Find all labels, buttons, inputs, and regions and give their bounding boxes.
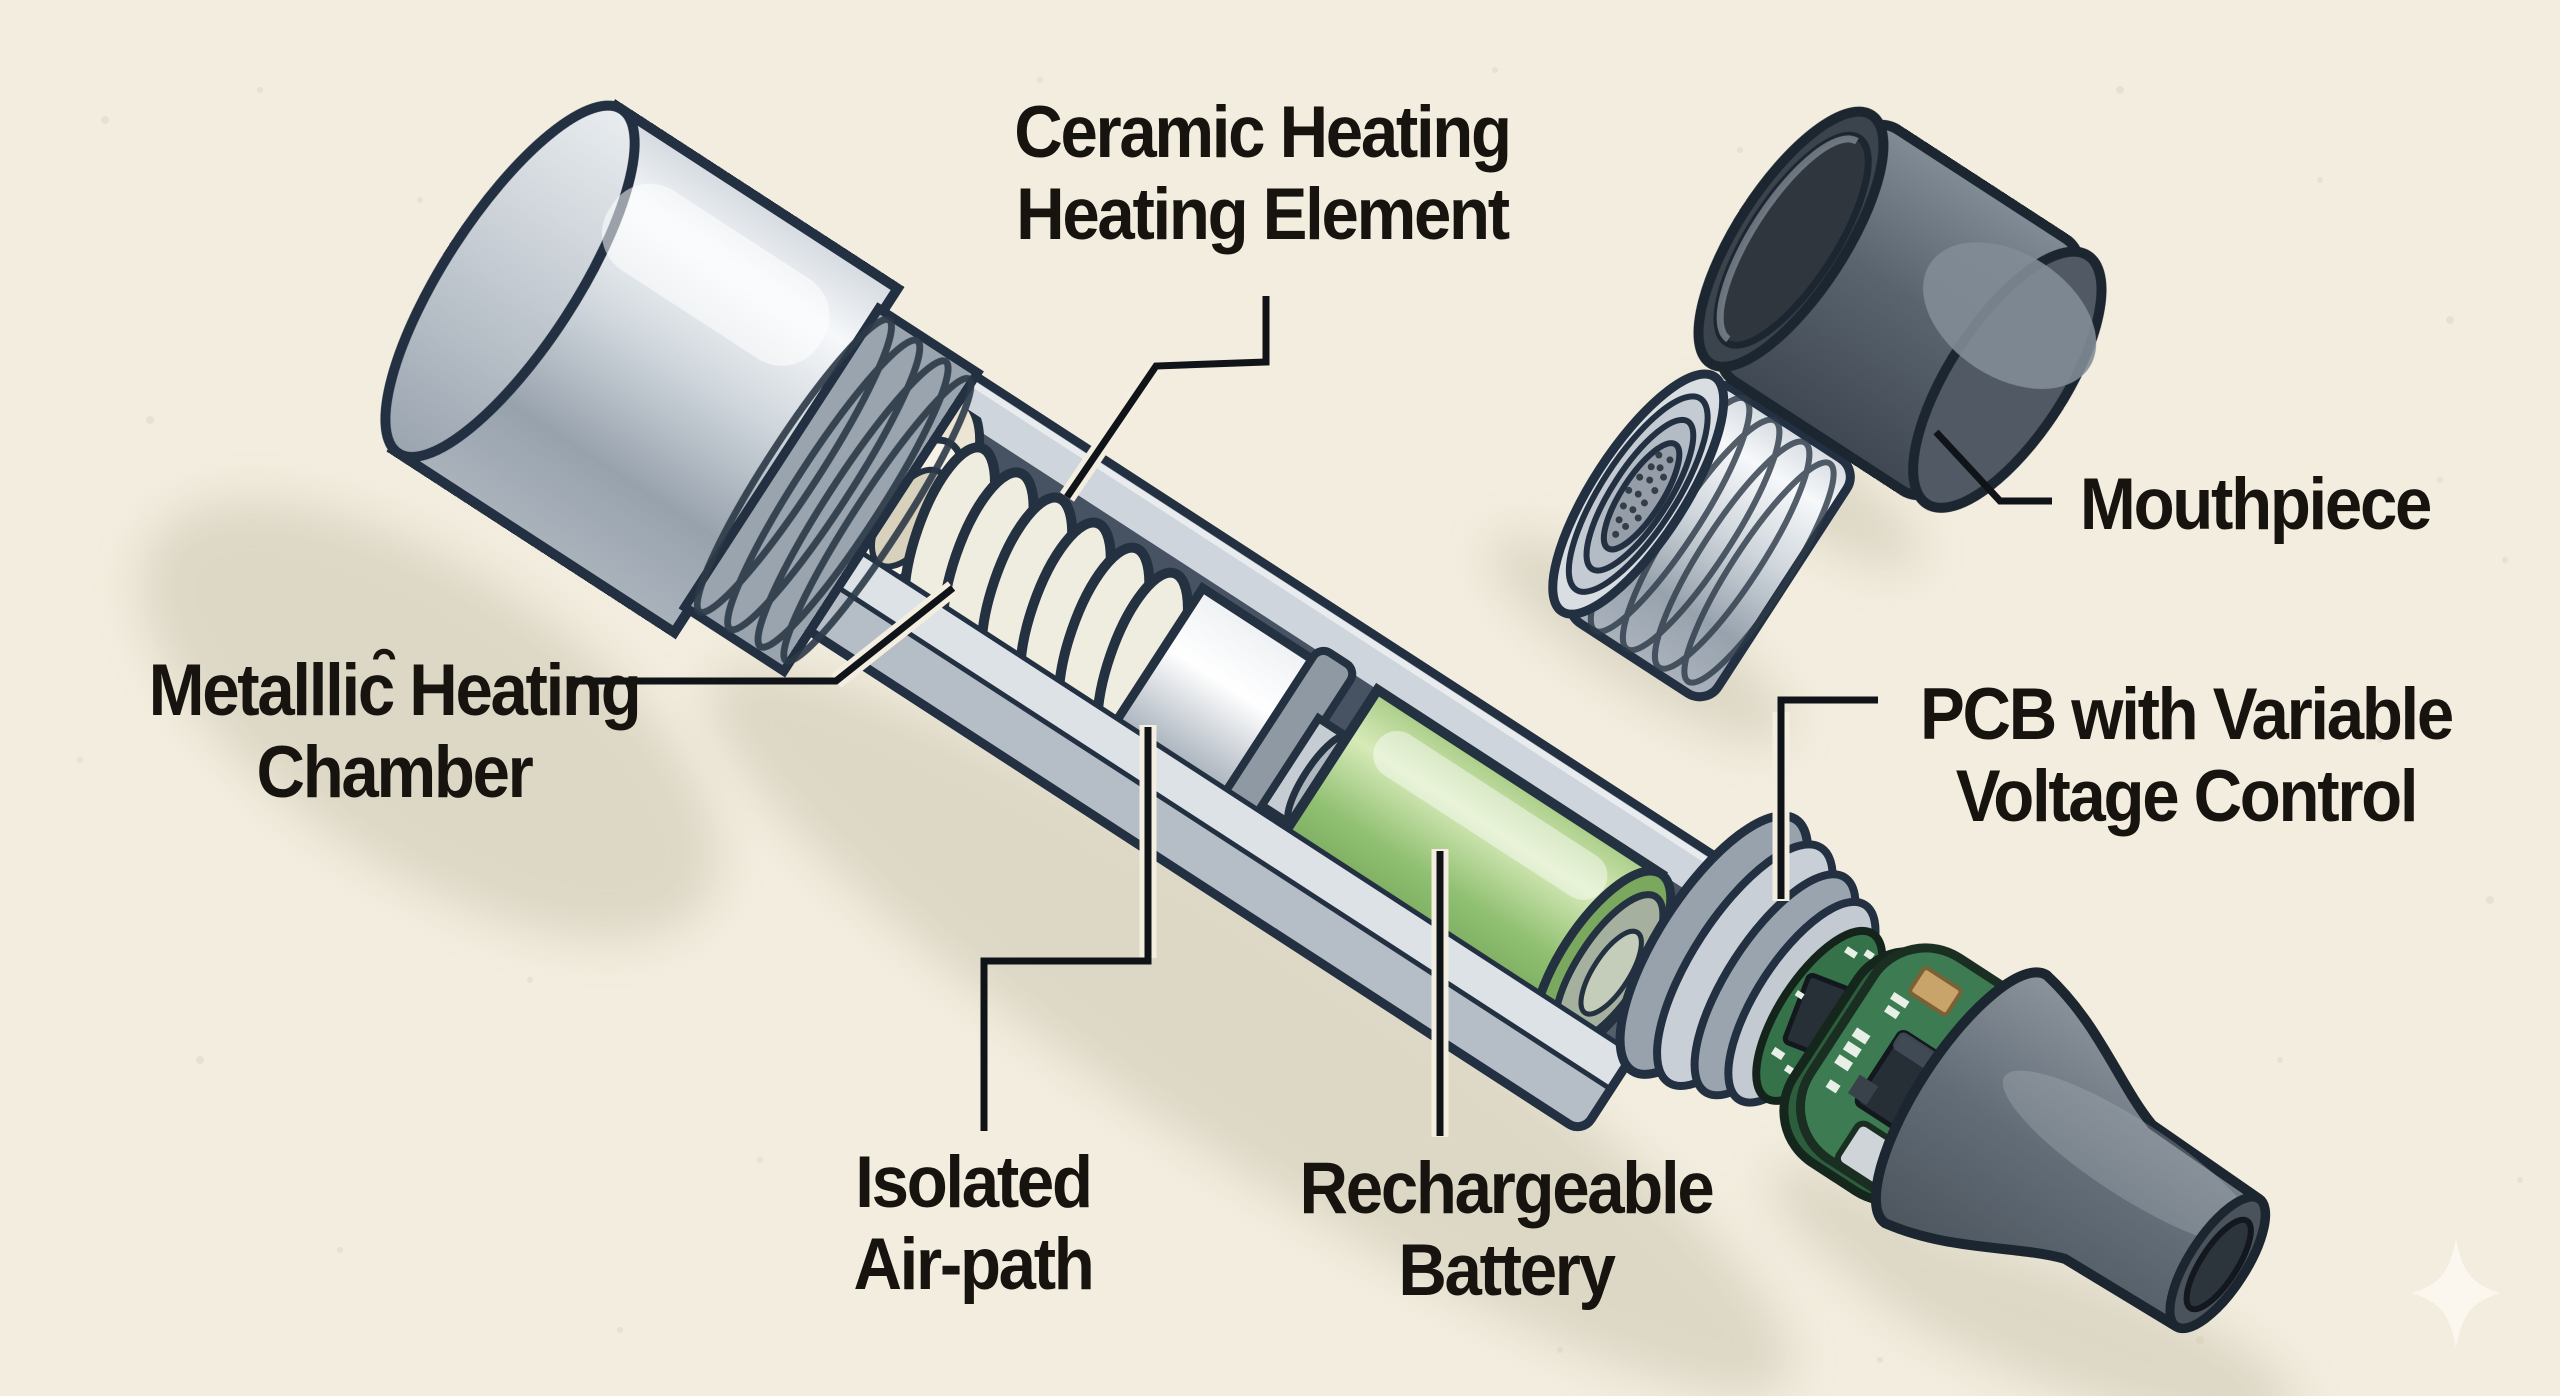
- leader-metallic: [568, 585, 956, 685]
- leader-mouthpiece: [1933, 429, 2052, 505]
- leader-ceramic: [1064, 296, 1270, 499]
- label-line: Heating Element: [1016, 174, 1510, 255]
- label-mouthpiece: Mouthpiece: [2079, 464, 2432, 546]
- label-metallic-heating-chamber: Metalllic̑ Heating Chamber: [148, 650, 642, 814]
- label-line: Air-path: [853, 1224, 1094, 1305]
- threaded-airflow-cap: [1548, 369, 1855, 702]
- heating-coil: [899, 442, 1193, 765]
- chrome-cartridge-cover: [380, 99, 984, 678]
- label-isolated-air-path: Isolated Air-path: [853, 1142, 1094, 1306]
- label-line: Rechargeable: [1299, 1148, 1715, 1229]
- leader-pcb: [1777, 696, 1878, 899]
- leader-lines: [568, 296, 2052, 1137]
- label-ceramic-heating-element: Ceramic Heating Heating Element: [1014, 92, 1512, 256]
- label-line: Mouthpiece: [2079, 464, 2432, 545]
- label-line: PCB with Variable: [1920, 674, 2454, 755]
- label-line: Battery: [1398, 1230, 1616, 1311]
- mouthpiece-cap: [1693, 106, 2107, 513]
- label-line: Chamber: [256, 732, 533, 813]
- sparkle-icon: [2412, 1238, 2500, 1348]
- background-texture: [77, 67, 2523, 1363]
- label-line: Voltage Control: [1955, 756, 2419, 837]
- end-collar-with-pcb-disc: [1615, 811, 1887, 1107]
- label-rechargeable-battery: Rechargeable Battery: [1299, 1148, 1715, 1312]
- label-line: Isolated: [855, 1142, 1093, 1223]
- label-pcb-variable-voltage: PCB with Variable Voltage Control: [1920, 674, 2454, 838]
- label-line: Metalllic̑ Heating: [148, 650, 642, 731]
- mouthpiece-funnel: [1870, 967, 2271, 1334]
- leader-isolated: [980, 727, 1152, 1131]
- label-line: Ceramic Heating: [1014, 92, 1512, 173]
- airflow-mesh-dots: [1612, 451, 1674, 538]
